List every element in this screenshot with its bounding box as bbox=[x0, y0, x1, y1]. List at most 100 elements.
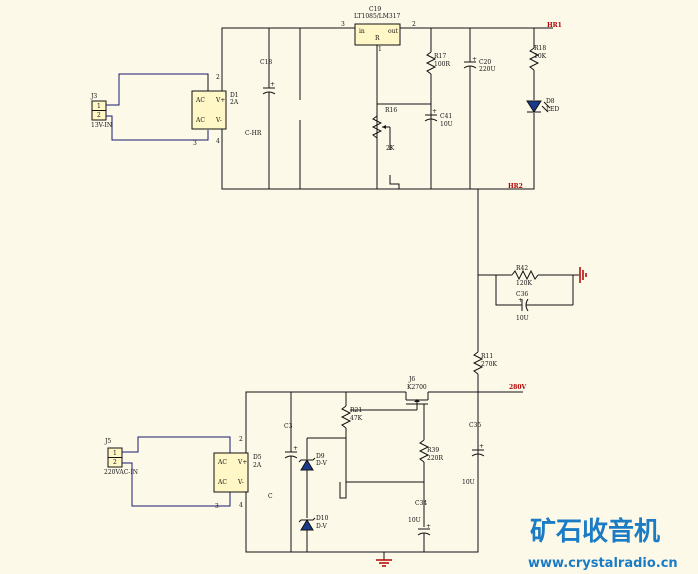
d1-value: 2A bbox=[230, 99, 239, 106]
d8-value: LED bbox=[546, 106, 559, 113]
j5-ref: J5 bbox=[104, 438, 111, 445]
c19-in-label: in bbox=[359, 28, 365, 35]
c3-ref: C3 bbox=[284, 423, 293, 430]
resistor-r18: R18 10K bbox=[528, 28, 547, 100]
d5-pin2: 2 bbox=[239, 436, 243, 443]
wire-r39-node bbox=[345, 481, 424, 498]
capacitor-c20: + C20 220U bbox=[463, 28, 496, 189]
c19-ref: C19 bbox=[369, 6, 381, 13]
connector-j5: J5 1 2 220VAC-IN bbox=[104, 438, 138, 476]
d5-pin3: 3 bbox=[215, 503, 219, 510]
r21-value: 47K bbox=[350, 415, 363, 422]
d5-pin4: 4 bbox=[239, 502, 243, 509]
c19-pin-in: 3 bbox=[341, 21, 345, 28]
r18-value: 10K bbox=[534, 53, 547, 60]
capacitor-c3: + C3 C bbox=[268, 392, 298, 552]
d1-ref: D1 bbox=[230, 92, 239, 99]
j3-value: 13V-IN bbox=[91, 122, 112, 129]
c35-polarity: + bbox=[479, 443, 484, 450]
d10-ref: D10 bbox=[316, 515, 329, 522]
wire-j5-d5-a bbox=[122, 436, 231, 453]
r11-ref: R11 bbox=[481, 353, 493, 360]
ground-symbol-bottom bbox=[376, 552, 392, 567]
j5-value: 220VAC-IN bbox=[104, 469, 138, 476]
d5-ac1: AC bbox=[217, 459, 227, 466]
wire-ground-rail bbox=[245, 392, 479, 553]
led-d8: D8 LED bbox=[526, 98, 559, 113]
potentiometer-r16: R16 2K bbox=[371, 107, 400, 189]
j6-ref: J6 bbox=[408, 376, 415, 383]
c20-value: 220U bbox=[479, 66, 496, 73]
d1-ac2: AC bbox=[195, 117, 205, 124]
d1-vminus: V- bbox=[215, 117, 222, 124]
capacitor-c18: + C18 C-HR bbox=[245, 28, 276, 189]
resistor-r39: R39 220R bbox=[418, 439, 443, 527]
d1-pin4: 4 bbox=[216, 138, 220, 145]
c36-value: 10U bbox=[516, 315, 529, 322]
c41-polarity: + bbox=[432, 108, 437, 115]
d10-value: D-V bbox=[316, 523, 328, 530]
resistor-r11: R11 270K bbox=[472, 340, 497, 392]
r18-ref: R18 bbox=[534, 45, 546, 52]
d1-ac1: AC bbox=[195, 97, 205, 104]
r39-ref: R39 bbox=[427, 447, 439, 454]
c18-polarity: + bbox=[270, 81, 275, 88]
ground-symbol-middle bbox=[573, 267, 587, 283]
d1-vplus: V+ bbox=[215, 97, 225, 104]
d5-value: 2A bbox=[253, 462, 262, 469]
c34-value: 10U bbox=[408, 517, 421, 524]
d8-ref: D8 bbox=[546, 98, 555, 105]
c36-polarity: + bbox=[518, 297, 523, 304]
d9-value: D-V bbox=[316, 460, 328, 467]
bridge-rectifier-d1: AC AC V+ V- D1 2A 2 3 4 bbox=[191, 74, 239, 147]
j5-pin1: 1 bbox=[113, 450, 117, 457]
d1-pin3: 3 bbox=[193, 140, 197, 147]
c19-pin-out: 2 bbox=[412, 21, 416, 28]
c36-ref: C36 bbox=[516, 291, 528, 298]
c41-value: 10U bbox=[440, 121, 453, 128]
c3-polarity: + bbox=[293, 445, 298, 452]
zener-diode-d10: D10 D-V bbox=[298, 515, 329, 552]
net-label-hr1: HR1 bbox=[547, 22, 562, 29]
d5-ref: D5 bbox=[253, 454, 262, 461]
r42-ref: R42 bbox=[516, 265, 528, 272]
c19-value: LT1085/LM317 bbox=[354, 13, 401, 20]
d1-pin2: 2 bbox=[216, 74, 220, 81]
capacitor-c35: + C35 10U bbox=[462, 422, 485, 486]
wire-j5-d5-b bbox=[122, 462, 231, 507]
wire-j3-d1-b bbox=[106, 115, 209, 141]
r42-value: 120K bbox=[516, 280, 532, 287]
c20-polarity: + bbox=[472, 56, 477, 63]
d9-ref: D9 bbox=[316, 453, 325, 460]
wire-source bbox=[417, 403, 425, 440]
j5-pin2: 2 bbox=[113, 459, 117, 466]
net-label-hr2: HR2 bbox=[508, 183, 523, 190]
j3-pin2: 2 bbox=[97, 112, 101, 119]
resistor-r17: R17 100R bbox=[425, 28, 450, 189]
watermark-brand: 矿石收音机 bbox=[530, 516, 660, 547]
capacitor-c34: + C34 10U bbox=[408, 500, 431, 552]
watermark: 矿石收音机 www.crystalradio.cn bbox=[528, 516, 678, 571]
d5-vminus: V- bbox=[237, 479, 244, 486]
r16-value: 2K bbox=[386, 145, 395, 152]
capacitor-c36: + C36 10U bbox=[516, 291, 573, 322]
c34-polarity: + bbox=[426, 523, 431, 530]
j3-ref: J3 bbox=[90, 93, 97, 100]
wire-top-rail-left bbox=[221, 27, 355, 91]
wire-280v-rail-left bbox=[245, 391, 404, 453]
capacitor-c41: + C41 10U bbox=[424, 108, 453, 128]
r11-value: 270K bbox=[481, 361, 497, 368]
c19-pin-adj: 1 bbox=[378, 46, 382, 53]
wire-bottom-rail bbox=[221, 113, 535, 190]
r39-value: 220R bbox=[427, 455, 443, 462]
wire-c36-left bbox=[495, 275, 518, 306]
net-label-280v: 280V bbox=[509, 384, 527, 391]
c35-ref: C35 bbox=[469, 422, 481, 429]
c18-ref: C18 bbox=[260, 59, 272, 66]
c34-ref: C34 bbox=[415, 500, 427, 507]
c18-value: C-HR bbox=[245, 130, 262, 137]
r17-value: 100R bbox=[434, 61, 450, 68]
resistor-r42: R42 120K bbox=[496, 265, 573, 287]
connector-j3: J3 1 2 13V-IN bbox=[90, 93, 112, 129]
